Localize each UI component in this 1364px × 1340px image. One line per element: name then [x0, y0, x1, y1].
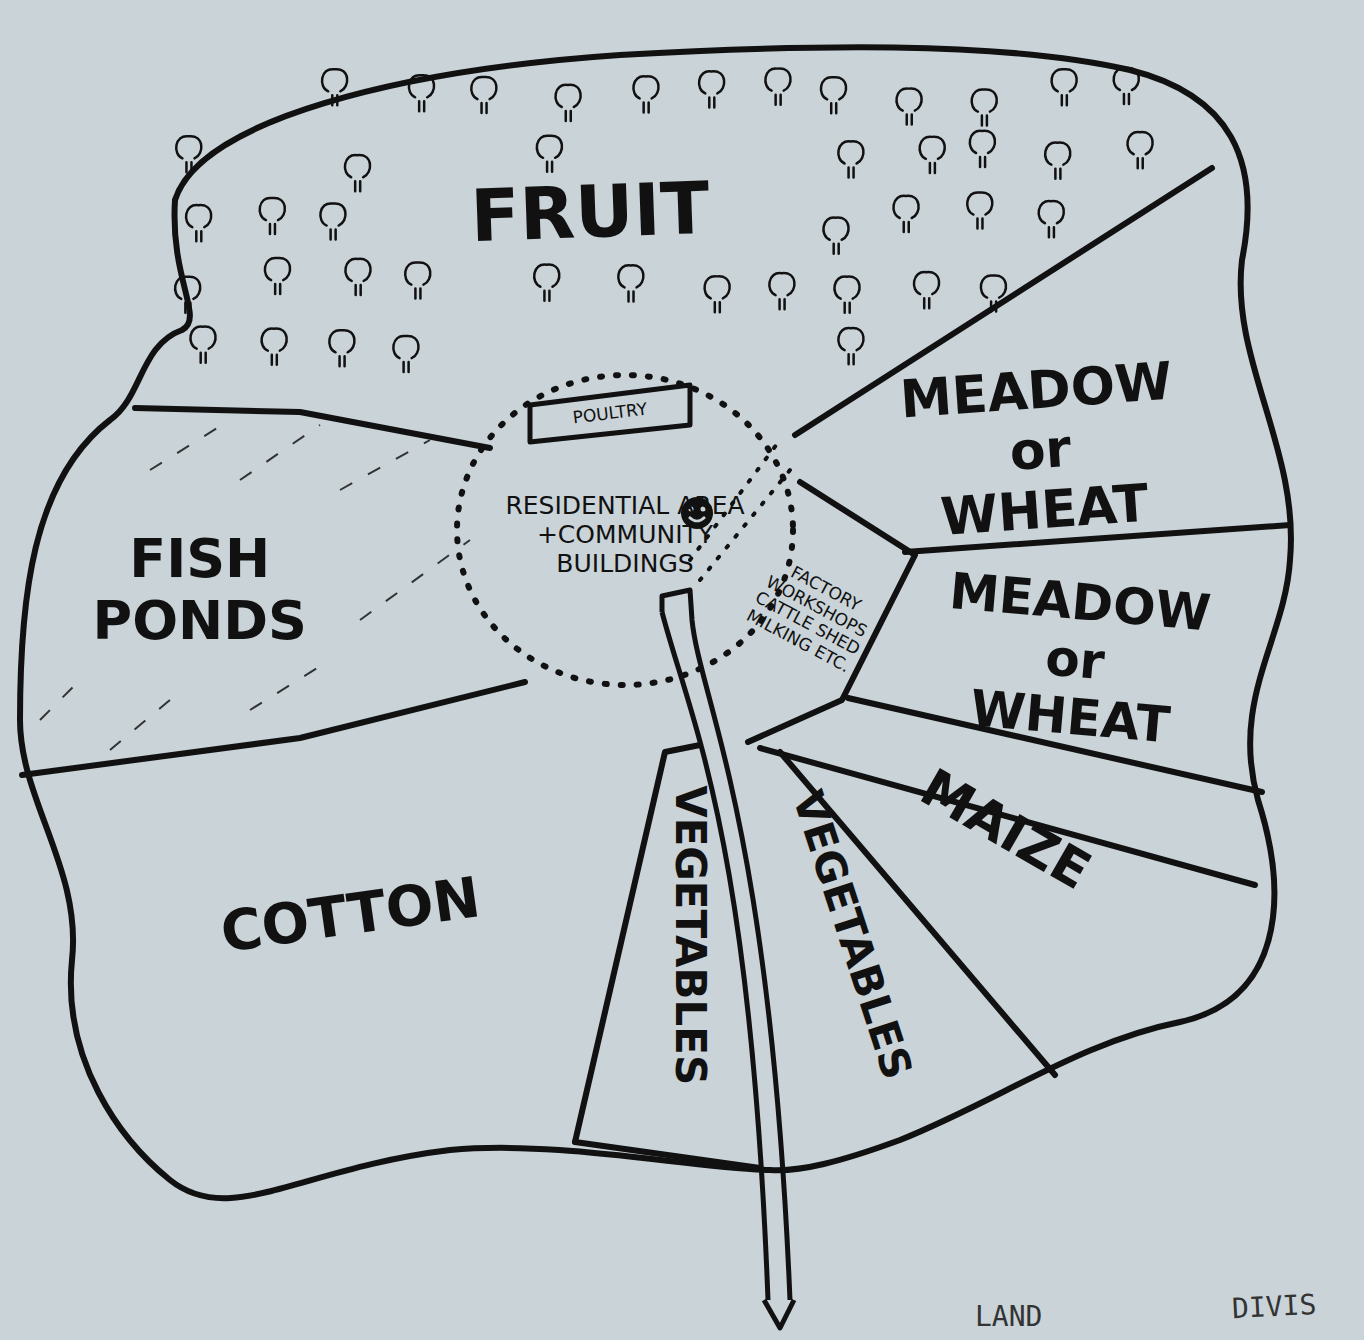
- tree-symbol: [834, 277, 859, 313]
- tree-symbol: [471, 77, 496, 113]
- tree-symbol: [838, 328, 863, 364]
- region-label: VEGETABLES: [666, 785, 714, 1085]
- tree-symbol: [1052, 69, 1077, 105]
- factory-zone: FACTORY WORKSHOPS CATTLE SHED MILKING ET…: [727, 545, 896, 684]
- region-label: RESIDENTIAL AREA +COMMUNITY BUILDINGS: [500, 492, 750, 578]
- path-line: [700, 470, 790, 580]
- field-region: MAIZE: [910, 758, 1100, 902]
- tree-symbol: [981, 275, 1006, 311]
- tree-symbol: [1039, 201, 1064, 237]
- tree-symbol: [838, 141, 863, 177]
- pond-line: [250, 660, 330, 710]
- tree-symbol: [320, 203, 345, 239]
- tree-symbol: [633, 76, 658, 112]
- tree-symbol: [821, 77, 846, 113]
- tree-symbol: [1045, 143, 1070, 179]
- field-region: MEADOW or WHEAT: [933, 562, 1217, 757]
- field-boundary: [22, 682, 525, 775]
- tree-symbol: [409, 75, 434, 111]
- tree-symbol: [262, 329, 287, 365]
- orchard-region: FRUIT: [379, 163, 802, 260]
- tree-symbol: [345, 155, 370, 191]
- tree-symbol: [972, 89, 997, 125]
- caption-note: DIVIS: [1231, 1288, 1317, 1325]
- tree-symbol: [765, 68, 790, 104]
- region-label: FRUIT: [379, 163, 802, 260]
- pond-line: [40, 680, 80, 720]
- tree-symbol: [920, 137, 945, 173]
- residential-boundary: [457, 375, 793, 685]
- tree-symbol: [534, 265, 559, 301]
- field-region: VEGETABLES: [666, 785, 714, 1085]
- tree-symbol: [260, 198, 285, 234]
- field-boundary: [575, 1142, 760, 1168]
- tree-symbol: [967, 192, 992, 228]
- tree-symbol: [329, 330, 354, 366]
- tree-symbol: [393, 336, 418, 372]
- tree-symbol: [265, 258, 290, 294]
- field-region: COTTON: [216, 865, 483, 965]
- tree-symbol: [705, 276, 730, 312]
- road: [662, 612, 768, 1300]
- field-region: MEADOW or WHEAT: [894, 351, 1187, 550]
- road-arrow: [764, 1300, 794, 1328]
- tree-symbol: [322, 69, 347, 105]
- tree-symbol: [1127, 132, 1152, 168]
- tree-symbol: [699, 71, 724, 107]
- road: [662, 590, 790, 1300]
- residential-area: RESIDENTIAL AREA +COMMUNITY BUILDINGSPOU…: [500, 492, 750, 578]
- tree-symbol: [823, 218, 848, 254]
- tree-symbol: [537, 136, 562, 172]
- tree-symbol: [345, 259, 370, 295]
- region-label: MAIZE: [910, 758, 1100, 902]
- field-boundary: [135, 408, 490, 448]
- tree-symbol: [893, 196, 918, 232]
- tree-symbol: [186, 205, 211, 241]
- field-region: FISH PONDS: [81, 528, 319, 652]
- tree-symbol: [618, 265, 643, 301]
- pond-line: [150, 420, 230, 470]
- pond-line: [340, 440, 430, 490]
- tree-symbol: [405, 262, 430, 298]
- tree-symbol: [970, 131, 995, 167]
- poultry-box: [530, 385, 690, 442]
- region-label: FISH PONDS: [81, 528, 319, 652]
- region-label: MEADOW or WHEAT: [894, 351, 1187, 550]
- region-label: MEADOW or WHEAT: [933, 562, 1217, 757]
- pond-line: [360, 540, 470, 620]
- region-label: FACTORY WORKSHOPS CATTLE SHED MILKING ET…: [727, 545, 896, 684]
- region-label: VEGETABLES: [783, 785, 922, 1085]
- land-outline: [20, 47, 1291, 1198]
- tree-symbol: [556, 85, 581, 121]
- pond-line: [110, 700, 170, 750]
- tree-symbol: [769, 273, 794, 309]
- tree-symbol: [176, 136, 201, 172]
- pond-line: [240, 425, 320, 480]
- tree-symbol: [914, 272, 939, 308]
- tree-symbol: [190, 327, 215, 363]
- tree-symbol: [175, 277, 200, 313]
- tree-symbol: [1114, 68, 1139, 104]
- region-label: COTTON: [216, 865, 483, 965]
- field-region: VEGETABLES: [783, 785, 922, 1085]
- tree-symbol: [897, 88, 922, 124]
- caption-note: LAND: [975, 1300, 1042, 1333]
